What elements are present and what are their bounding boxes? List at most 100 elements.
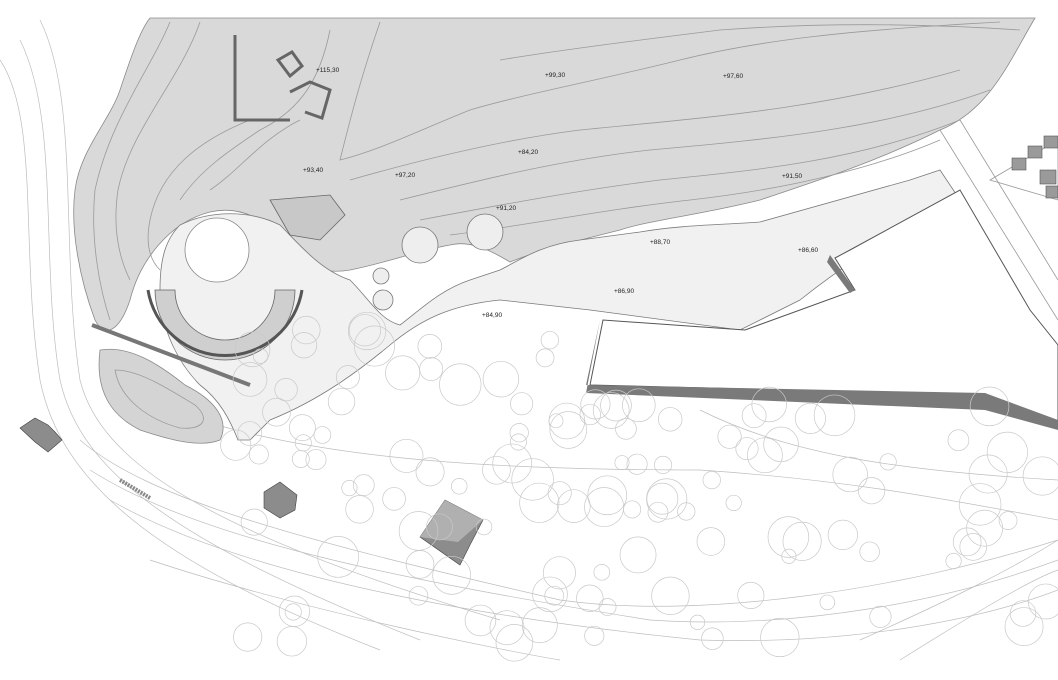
contour-line [179, 29, 331, 201]
tree-canopy [274, 378, 298, 402]
tree-canopy [419, 357, 444, 381]
tree-canopy [767, 516, 810, 558]
elevation-label: +97,20 [395, 172, 415, 179]
tree-canopy [385, 355, 421, 391]
tree-canopy [549, 411, 588, 449]
tree-canopy [952, 527, 982, 557]
tree-canopy [482, 360, 520, 398]
tree-canopy [626, 453, 648, 475]
tree-canopy [879, 453, 897, 471]
tree-canopy [794, 402, 826, 434]
tree-canopy [1009, 600, 1037, 627]
contour-line [399, 89, 991, 201]
tree-canopy [489, 610, 525, 646]
hill-terrain [73, 17, 1036, 331]
tree-canopy [593, 563, 611, 581]
tree-canopy [540, 331, 559, 350]
contour-line [419, 119, 961, 221]
tree-canopy [262, 397, 291, 427]
tree-canopy [658, 407, 683, 432]
tree-canopy [532, 576, 568, 613]
tree-canopy [313, 426, 332, 444]
tree-canopy [869, 605, 892, 628]
tree-canopy [284, 603, 302, 621]
tree-canopy [689, 614, 706, 630]
tree-canopy [475, 518, 493, 536]
tree-canopy [253, 348, 269, 364]
tree-canopy [619, 536, 657, 574]
tree-canopy [782, 521, 822, 561]
elevation-label: +97,60 [723, 73, 743, 80]
tree-canopy [587, 475, 628, 516]
elevation-label: +93,40 [303, 167, 323, 174]
contour-line [209, 119, 301, 191]
tree-canopy [858, 477, 886, 505]
tree-canopy [576, 584, 604, 612]
tree-canopy [547, 481, 572, 506]
tree-canopy [248, 444, 269, 465]
contour-line [114, 369, 204, 429]
tree-canopy [651, 576, 690, 615]
tree-canopy [702, 471, 721, 490]
tree-canopy [509, 423, 529, 443]
tree-canopy [579, 403, 601, 426]
tree-canopy [647, 501, 669, 523]
tree-canopy [535, 348, 555, 368]
tree-canopy [557, 489, 591, 523]
lower-terrain [98, 348, 224, 444]
tree-canopy [751, 386, 787, 423]
tree-canopy [813, 394, 856, 437]
elevation-label: +86,60 [798, 247, 818, 254]
tree-canopy [292, 315, 321, 345]
tree-canopy [958, 483, 1002, 526]
tree-canopy [622, 388, 656, 422]
small-pavilion [372, 267, 390, 285]
tree-canopy [548, 413, 564, 429]
tree-canopy [495, 624, 534, 662]
elevation-label: +88,70 [650, 239, 670, 246]
tree-canopy [763, 426, 799, 463]
house [19, 417, 63, 453]
amphitheatre-seating [154, 289, 296, 361]
tree-canopy [859, 541, 880, 562]
contour-line [339, 21, 1001, 161]
tree-canopy [819, 594, 836, 611]
tree-canopy [232, 362, 268, 397]
tree-canopy [432, 555, 472, 595]
tree-canopy [290, 332, 318, 359]
contour-line [147, 119, 251, 271]
tree-canopy [781, 548, 797, 564]
tree-canopy [417, 334, 443, 359]
tree-canopy [240, 508, 268, 536]
tree-canopy [382, 487, 406, 511]
tree-canopy [1027, 583, 1058, 620]
tree-canopy [945, 552, 962, 570]
tree-canopy [450, 478, 468, 495]
elevation-label: +91,20 [496, 205, 516, 212]
tree-canopy [335, 365, 360, 390]
tree-canopy [464, 604, 497, 637]
contour-line [449, 139, 941, 236]
tree-canopy [832, 456, 868, 493]
tree-canopy [646, 478, 688, 520]
tree-canopy [327, 387, 356, 416]
tree-canopy [584, 487, 625, 528]
tree-canopy [511, 458, 554, 501]
road-edge [939, 119, 1058, 321]
round-lawn [184, 217, 250, 283]
tree-canopy [592, 392, 630, 429]
tree-canopy [998, 511, 1018, 530]
pavilion-circle [466, 213, 504, 251]
tree-canopy [1022, 456, 1058, 496]
tree-canopy [544, 585, 565, 606]
tree-canopy [969, 386, 1010, 427]
amphitheatre-wall [146, 289, 304, 358]
tree-canopy [521, 607, 558, 644]
tree-canopy [1004, 607, 1044, 646]
tree-canopy [614, 455, 630, 471]
tree-canopy [426, 513, 453, 541]
tree-canopy [968, 454, 1008, 494]
tree-canopy [615, 418, 637, 440]
tree-canopy [696, 527, 726, 556]
